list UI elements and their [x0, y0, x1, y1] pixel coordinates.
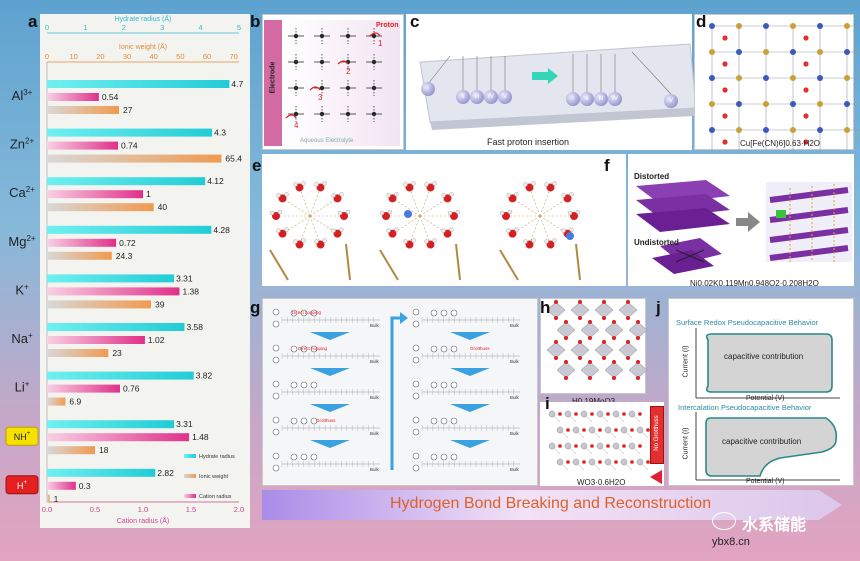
panel-label-c: c: [410, 12, 420, 31]
electrolyte-label: Aqueous Electrolyte: [300, 138, 354, 144]
caption-nikmno2: Ni0.02K0.119Mn0.948O2·0.208H2O: [690, 279, 819, 288]
cradle-ball-right: V: [664, 94, 678, 108]
intercalation-title: Intercalation Pseudocapacitive Behavior: [678, 403, 812, 412]
proton-label: Proton: [376, 22, 399, 29]
panel-label-d: d: [696, 12, 707, 31]
panel-label-e: e: [252, 156, 262, 175]
cradle-ball-right: IV: [608, 92, 622, 106]
surface-redox-title: Surface Redox Pseudocapacitive Behavior: [676, 318, 819, 327]
panel-a-chart: [40, 14, 250, 528]
category-label: Li+: [15, 380, 30, 395]
category-label: H+: [17, 480, 28, 491]
electrode-bar: [264, 20, 282, 146]
cradle-ball-right: I: [566, 92, 580, 106]
panel-label-a: a: [28, 12, 38, 31]
panel-label-h: h: [540, 298, 551, 317]
h-hexagon-badge: [5, 475, 39, 495]
electrode-label: Electrode: [269, 61, 277, 94]
category-label: Al3+: [12, 88, 33, 103]
caption-hmoo3: H0.19MoO3: [572, 397, 615, 406]
panel-i: [540, 402, 664, 486]
triangle-warning-icon: [650, 470, 662, 484]
panel-label-j: j: [656, 298, 661, 317]
category-label: Ca2+: [9, 185, 35, 200]
no-grotthuss-label: No Grotthuss: [654, 415, 660, 451]
banner-arrow: [262, 490, 842, 520]
cradle-ball-left: I: [421, 82, 435, 96]
watermark-brand: 水系储能: [742, 515, 807, 534]
panel-label-b: b: [250, 12, 261, 31]
panel-h: [540, 298, 646, 394]
cradle-ball-right: III: [594, 92, 608, 106]
potential-label-bottom: Potential (V): [746, 478, 785, 485]
category-label: Zn2+: [10, 137, 35, 152]
undistorted-label: Undistorted: [634, 238, 679, 247]
panel-label-f: f: [604, 156, 610, 175]
distorted-label: Distorted: [634, 172, 670, 181]
cradle-ball-left: II: [456, 90, 470, 104]
cradle-ball-left: III: [470, 90, 484, 104]
panel-c: [406, 14, 692, 150]
watermark-site: ybx8.cn: [712, 536, 750, 548]
category-label: K+: [15, 282, 29, 297]
electrolyte-bg: [282, 20, 400, 146]
cradle-ball-left: IV: [484, 90, 498, 104]
potential-label-top: Potential (V): [746, 395, 785, 402]
panel-d: [694, 14, 854, 150]
current-label-bottom: Current (I): [682, 427, 690, 460]
panel-label-g: g: [250, 298, 261, 317]
nh4-hexagon-badge: [5, 426, 39, 446]
current-label-top: Current (I): [682, 345, 690, 378]
panel-label-i: i: [545, 394, 550, 413]
caption-cu-fe-cn: Cu[Fe(CN)6]0.63·H2O: [740, 139, 821, 148]
panel-g: [262, 298, 538, 486]
caption-wo3: WO3·0.6H2O: [577, 478, 626, 487]
panel-e: [262, 154, 626, 286]
cradle-ball-left: V: [498, 90, 512, 104]
banner-title: Hydrogen Bond Breaking and Reconstructio…: [390, 495, 712, 512]
capacitive-contribution-top: capacitive contribution: [724, 352, 804, 361]
category-label: Na+: [11, 331, 33, 346]
cradle-ball-right: II: [580, 92, 594, 106]
caption-fast-proton-insertion: Fast proton insertion: [487, 137, 570, 147]
no-grotthuss-badge: [650, 406, 664, 464]
category-label: NH+: [14, 431, 31, 442]
wechat-icon: [712, 512, 736, 530]
capacitive-contribution-bottom: capacitive contribution: [722, 437, 802, 446]
category-label: Mg2+: [8, 234, 36, 249]
